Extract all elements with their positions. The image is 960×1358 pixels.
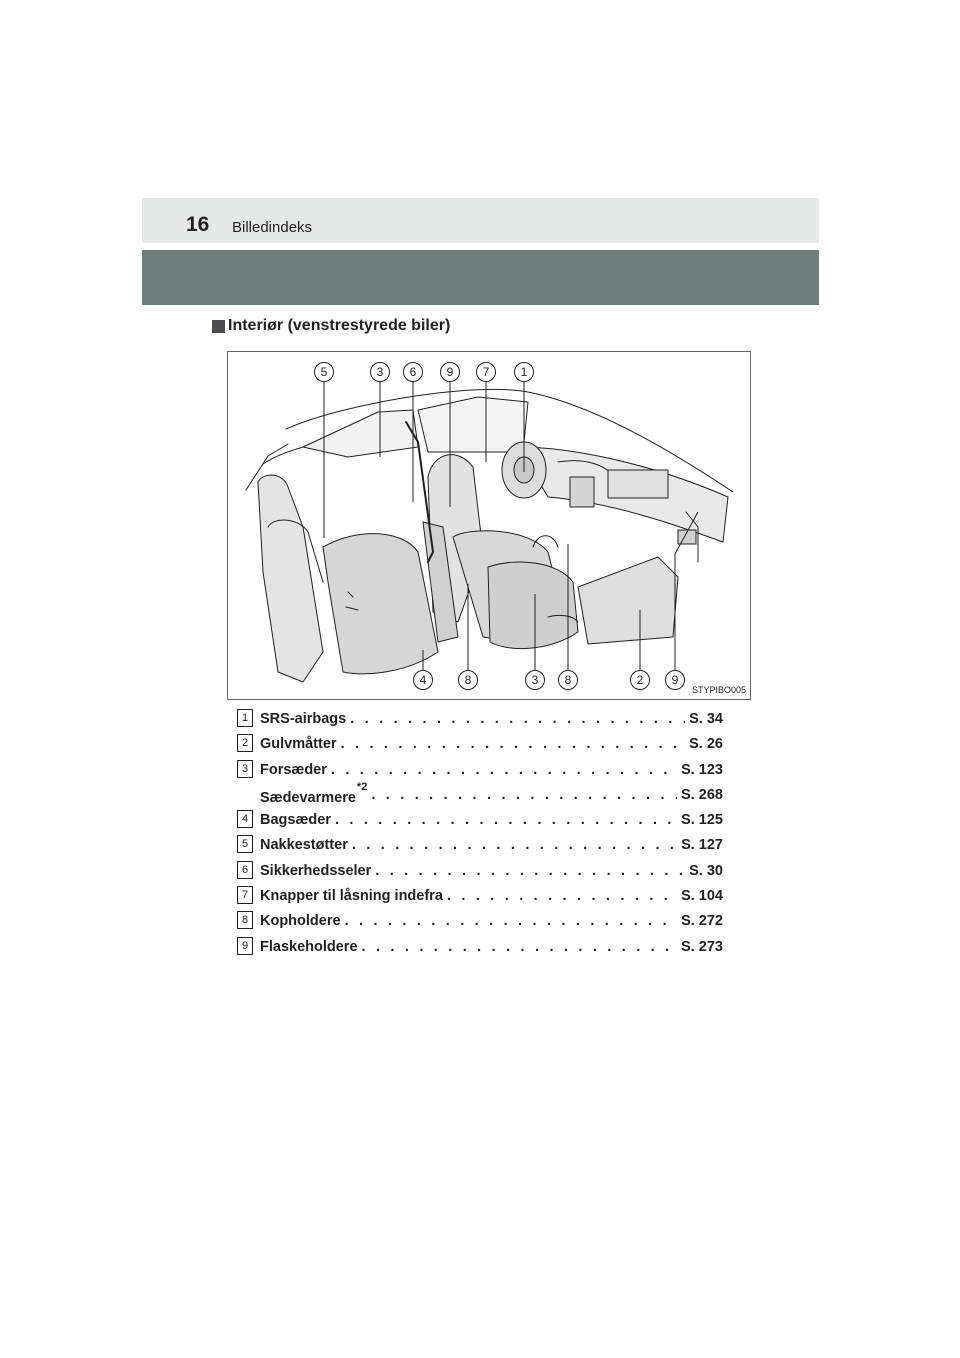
item-number: 3 <box>237 759 253 778</box>
item-page: S. 104 <box>681 888 723 905</box>
callout-6: 6 <box>403 362 423 382</box>
item-label: Flaskeholdere <box>260 938 358 955</box>
item-label: SRS-airbags <box>260 711 347 727</box>
list-item: 2 Gulvmåtter S. 26 <box>237 732 723 757</box>
callout-9: 9 <box>665 670 685 690</box>
section-title: Billedindeks <box>232 219 313 236</box>
item-page: S. 127 <box>681 837 723 854</box>
item-number: 9 <box>237 936 253 955</box>
item-page: S. 123 <box>681 761 723 778</box>
item-label: Forsæder <box>260 761 327 778</box>
item-number: 4 <box>237 810 253 829</box>
header-band <box>142 250 819 305</box>
interior-illustration: 5 3 6 9 7 1 4 8 3 8 2 9 STYPIBO005 <box>227 351 751 700</box>
item-page: S. 268 <box>681 786 723 803</box>
item-number: 5 <box>237 835 253 854</box>
footnote-marker: *2 <box>356 780 368 793</box>
bullet-square-icon <box>212 319 225 333</box>
item-page: S. 272 <box>681 913 723 930</box>
car-interior-drawing <box>245 381 734 683</box>
callout-4: 4 <box>413 670 433 690</box>
item-page: S. 30 <box>689 862 723 879</box>
callout-2: 2 <box>630 670 650 690</box>
callout-8: 8 <box>458 670 478 690</box>
figure-code: STYPIBO005 <box>691 685 746 695</box>
callout-5: 5 <box>314 362 334 382</box>
item-label: Kopholdere <box>260 913 341 930</box>
item-page: S. 26 <box>689 736 723 753</box>
item-number: 6 <box>237 860 253 879</box>
list-item: 1 SRS-airbags S. 34 <box>237 707 723 732</box>
item-label: Knapper til låsning indefra <box>260 888 443 905</box>
callout-8: 8 <box>558 670 578 690</box>
item-label: Nakkestøtter <box>260 837 348 854</box>
callout-7: 7 <box>476 362 496 382</box>
item-page: S. 34 <box>689 711 723 727</box>
list-item: 9 Flaskeholdere S. 273 <box>237 935 723 960</box>
page-number: 16 <box>186 213 210 236</box>
item-label: Bagsæder <box>260 812 331 829</box>
subheading-text: Interiør (venstrestyrede biler) <box>228 317 451 334</box>
item-number: 1 <box>237 709 253 727</box>
subheading: Interiør (venstrestyrede biler) <box>212 317 450 335</box>
item-number: 2 <box>237 734 253 753</box>
callout-3: 3 <box>525 670 545 690</box>
list-item: 6 Sikkerhedsseler S. 30 <box>237 859 723 884</box>
item-number: 7 <box>237 886 253 905</box>
list-item: 5 Nakkestøtter S. 127 <box>237 833 723 858</box>
item-number: 8 <box>237 911 253 930</box>
header-bar <box>142 198 819 243</box>
callout-9: 9 <box>440 362 460 382</box>
callout-3: 3 <box>370 362 390 382</box>
item-label: Sikkerhedsseler <box>260 862 372 879</box>
list-item: 3 Forsæder S. 123 <box>237 758 723 783</box>
callout-1: 1 <box>514 362 534 382</box>
list-item: 8 Kopholdere S. 272 <box>237 909 723 934</box>
item-page: S. 125 <box>681 812 723 829</box>
item-label: Sædevarmere*2 <box>260 780 368 806</box>
list-item: Sædevarmere*2 S. 268 <box>237 780 723 808</box>
index-list: 1 SRS-airbags S. 34 2 Gulvmåtter S. 26 3 F… <box>237 707 723 960</box>
list-item: 4 Bagsæder S. 125 <box>237 808 723 833</box>
item-label: Gulvmåtter <box>260 736 337 753</box>
item-page: S. 273 <box>681 938 723 955</box>
list-item: 7 Knapper til låsning indefra S. 104 <box>237 884 723 909</box>
